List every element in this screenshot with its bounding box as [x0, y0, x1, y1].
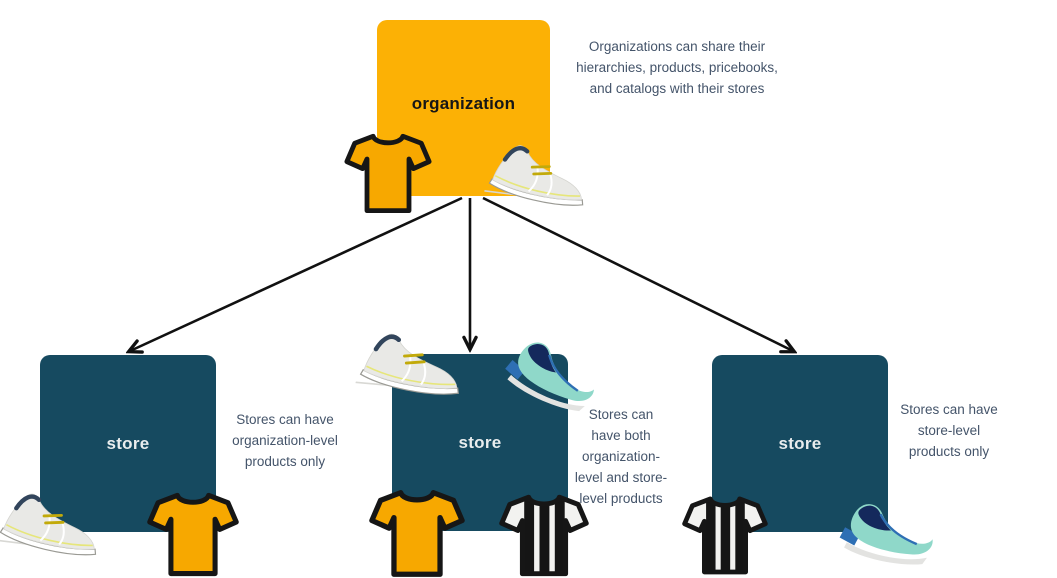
organization-label: organization	[411, 94, 516, 113]
striped-jersey-icon	[499, 491, 589, 578]
store-1-note: Stores can have organization-level produ…	[232, 412, 338, 469]
organization-note: Organizations can share their hierarchie…	[576, 39, 778, 96]
tshirt-icon	[147, 489, 239, 578]
striped-jersey-icon	[682, 492, 768, 578]
store-1-label: store	[106, 433, 150, 453]
tshirt-icon	[369, 486, 465, 578]
teal-flat-shoe-icon	[828, 488, 943, 574]
store-3-label: store	[778, 433, 822, 453]
store-2-label: store	[458, 432, 502, 452]
sneaker-icon	[354, 324, 471, 411]
store-2-note: Stores can have both organization- level…	[574, 407, 668, 506]
store-3-note: Stores can have store-level products onl…	[900, 402, 998, 459]
tshirt-icon	[344, 131, 432, 215]
arrow-org-to-store-1	[130, 196, 463, 351]
sneaker-icon	[483, 135, 597, 222]
